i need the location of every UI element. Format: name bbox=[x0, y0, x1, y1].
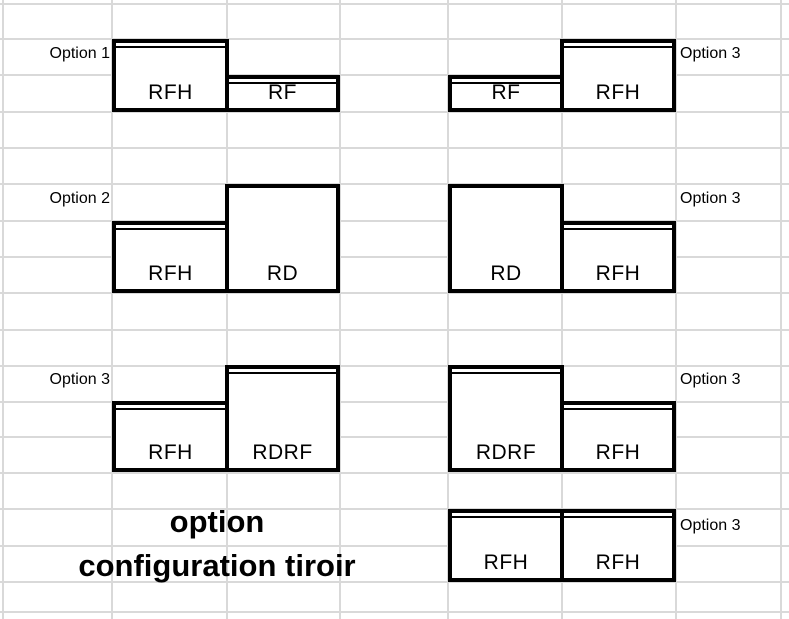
drawer-front-line bbox=[564, 516, 672, 518]
gridline-horizontal bbox=[0, 365, 789, 367]
compartment-box-rfh: RFH bbox=[560, 401, 676, 472]
gridline-vertical bbox=[561, 0, 563, 619]
gridline-horizontal bbox=[0, 436, 789, 438]
gridline-vertical bbox=[339, 0, 341, 619]
gridline-horizontal bbox=[0, 74, 789, 76]
drawer-front-line bbox=[452, 82, 560, 84]
caption: option configuration tiroir bbox=[38, 503, 396, 585]
option-label: Option 2 bbox=[49, 190, 110, 207]
compartment-label: RF bbox=[268, 81, 297, 104]
caption-line-1: option bbox=[169, 504, 265, 539]
drawer-front-line bbox=[452, 372, 560, 374]
compartment-box-rfh: RFH bbox=[448, 509, 564, 582]
drawer-front-line bbox=[564, 228, 672, 230]
gridline-horizontal bbox=[0, 111, 789, 113]
gridline-vertical bbox=[675, 0, 677, 619]
drawer-front-line bbox=[116, 46, 225, 48]
compartment-box-rd: RD bbox=[225, 184, 340, 293]
compartment-label: RFH bbox=[148, 441, 193, 464]
compartment-label: RDRF bbox=[475, 441, 537, 464]
option-label: Option 3 bbox=[680, 517, 741, 534]
compartment-box-rfh: RFH bbox=[560, 39, 676, 112]
compartment-box-rf: RF bbox=[448, 75, 564, 112]
compartment-box-rfh: RFH bbox=[112, 401, 229, 472]
option-label: Option 3 bbox=[680, 371, 741, 388]
compartment-box-rfh: RFH bbox=[560, 509, 676, 582]
gridline-horizontal bbox=[0, 401, 789, 403]
gridline-horizontal bbox=[0, 508, 789, 510]
compartment-box-rdrf: RDRF bbox=[448, 365, 564, 472]
caption-line-2: configuration tiroir bbox=[78, 548, 356, 583]
gridline-horizontal bbox=[0, 147, 789, 149]
gridline-horizontal bbox=[0, 581, 789, 583]
drawer-front-line bbox=[229, 372, 336, 374]
gridline-vertical bbox=[447, 0, 449, 619]
compartment-label: RD bbox=[490, 262, 522, 285]
compartment-box-rdrf: RDRF bbox=[225, 365, 340, 472]
compartment-box-rfh: RFH bbox=[560, 221, 676, 293]
option-label: Option 3 bbox=[49, 371, 110, 388]
gridline-horizontal bbox=[0, 38, 789, 40]
drawer-front-line bbox=[452, 516, 560, 518]
compartment-box-rfh: RFH bbox=[112, 221, 229, 293]
drawer-front-line bbox=[564, 46, 672, 48]
drawer-front-line bbox=[229, 82, 336, 84]
option-label: Option 1 bbox=[49, 45, 110, 62]
gridline-horizontal bbox=[0, 472, 789, 474]
gridline-horizontal bbox=[0, 611, 789, 613]
compartment-label: RD bbox=[266, 262, 299, 285]
compartment-box-rf: RF bbox=[225, 75, 340, 112]
compartment-label: RFH bbox=[595, 81, 641, 104]
compartment-label: RF bbox=[491, 81, 521, 104]
compartment-box-rd: RD bbox=[448, 184, 564, 293]
compartment-label: RFH bbox=[595, 441, 641, 464]
drawer-front-line bbox=[116, 408, 225, 410]
gridline-vertical bbox=[780, 0, 782, 619]
gridline-vertical bbox=[226, 0, 228, 619]
compartment-label: RDRF bbox=[252, 441, 313, 464]
compartment-label: RFH bbox=[483, 551, 529, 574]
gridline-horizontal bbox=[0, 292, 789, 294]
compartment-label: RFH bbox=[148, 81, 193, 104]
option-label: Option 3 bbox=[680, 45, 741, 62]
compartment-label: RFH bbox=[148, 262, 193, 285]
gridline-horizontal bbox=[0, 545, 789, 547]
compartment-label: RFH bbox=[595, 551, 641, 574]
compartment-box-rfh: RFH bbox=[112, 39, 229, 112]
option-label: Option 3 bbox=[680, 190, 741, 207]
gridline-horizontal bbox=[0, 3, 789, 5]
gridline-vertical bbox=[111, 0, 113, 619]
gridline-vertical bbox=[2, 0, 4, 619]
gridline-horizontal bbox=[0, 329, 789, 331]
gridline-horizontal bbox=[0, 183, 789, 185]
gridline-horizontal bbox=[0, 220, 789, 222]
gridline-horizontal bbox=[0, 256, 789, 258]
drawer-front-line bbox=[564, 408, 672, 410]
compartment-label: RFH bbox=[595, 262, 641, 285]
drawer-front-line bbox=[116, 228, 225, 230]
